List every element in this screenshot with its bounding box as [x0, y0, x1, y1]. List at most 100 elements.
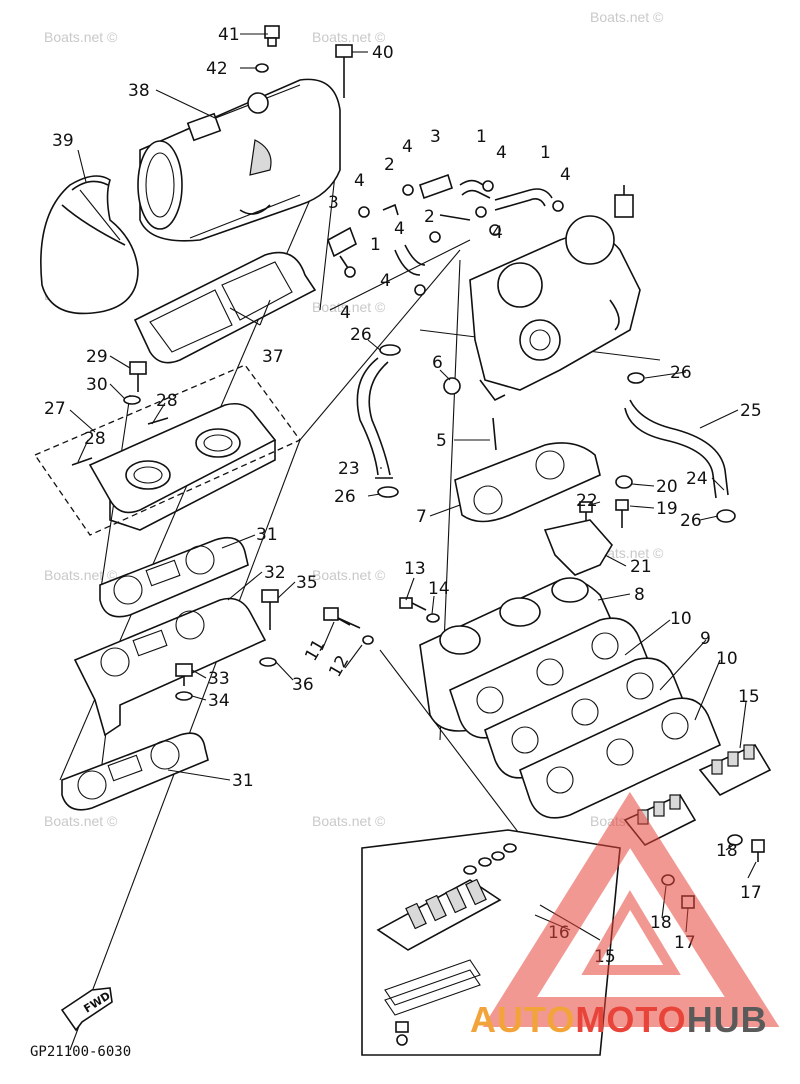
- callout-14: 14: [428, 579, 450, 599]
- callout-4: 4: [340, 303, 351, 323]
- callout-4: 4: [354, 171, 365, 191]
- callout-40: 40: [372, 43, 394, 63]
- callout-3: 3: [328, 193, 339, 213]
- callout-5: 5: [436, 431, 447, 451]
- watermark-text: Boats.net ©: [312, 813, 386, 829]
- logo-word-auto: AUTO: [470, 999, 575, 1040]
- callout-7: 7: [416, 507, 427, 527]
- callout-4: 4: [402, 137, 413, 157]
- callout-18: 18: [716, 841, 738, 861]
- callout-4: 4: [496, 143, 507, 163]
- watermark-text: Boats.net ©: [590, 9, 664, 25]
- callout-38: 38: [128, 81, 150, 101]
- callout-10: 10: [716, 649, 738, 669]
- callout-29: 29: [86, 347, 108, 367]
- callout-17: 17: [740, 883, 762, 903]
- callout-11: 11: [301, 636, 329, 665]
- callout-26: 26: [334, 487, 356, 507]
- callout-21: 21: [630, 557, 652, 577]
- callout-4: 4: [380, 271, 391, 291]
- automotohub-logo: AUTOMOTOHUB: [470, 791, 780, 1040]
- carburetor-assembly: [469, 185, 641, 402]
- callout-36: 36: [292, 675, 314, 695]
- callout-labels: 41 42 38 39 40 37 29 30 27 28 28 31 32 3…: [44, 25, 762, 967]
- callout-1: 1: [540, 143, 551, 163]
- part-37-gasket: [133, 251, 317, 364]
- callout-22: 22: [576, 491, 598, 511]
- callout-1: 1: [370, 235, 381, 255]
- callout-1: 1: [476, 127, 487, 147]
- part-31-gasket-upper: [99, 536, 249, 618]
- callout-19: 19: [656, 499, 678, 519]
- vent-hoses: [356, 344, 736, 523]
- callout-4: 4: [492, 223, 503, 243]
- parts-5-7: [443, 377, 601, 523]
- washer-30: [123, 395, 141, 405]
- watermark-text: Boats.net ©: [312, 29, 386, 45]
- callout-6: 6: [432, 353, 443, 373]
- watermark-text: Boats.net ©: [44, 813, 118, 829]
- callout-28: 28: [84, 429, 106, 449]
- logo-triangle-inner: [581, 890, 681, 975]
- watermark-text: Boats.net ©: [312, 299, 386, 315]
- leader-lines: [69, 33, 757, 933]
- callout-24: 24: [686, 469, 708, 489]
- part-31-gasket-lower: [61, 732, 209, 811]
- part-32-plate: [73, 597, 267, 737]
- callout-27: 27: [44, 399, 66, 419]
- callout-9: 9: [700, 629, 711, 649]
- logo-wordmark: AUTOMOTOHUB: [470, 999, 768, 1040]
- callout-37: 37: [262, 347, 284, 367]
- logo-word-moto: MOTO: [575, 999, 686, 1040]
- callout-2: 2: [384, 155, 395, 175]
- callout-33: 33: [208, 669, 230, 689]
- logo-triangle-outer: [482, 791, 780, 1027]
- callout-39: 39: [52, 131, 74, 151]
- callout-28: 28: [156, 391, 178, 411]
- watermark-text: Boats.net ©: [44, 567, 118, 583]
- logo-word-hub: HUB: [687, 999, 768, 1040]
- parts-19-22: [543, 475, 633, 576]
- callout-30: 30: [86, 375, 108, 395]
- callout-23: 23: [338, 459, 360, 479]
- callout-32: 32: [264, 563, 286, 583]
- fwd-arrow: FWD: [60, 987, 113, 1032]
- callout-8: 8: [634, 585, 645, 605]
- callout-26: 26: [680, 511, 702, 531]
- parts-17-18: [727, 834, 765, 862]
- callout-26: 26: [350, 325, 372, 345]
- left-fasteners: [71, 361, 279, 701]
- watermark-text: Boats.net ©: [44, 29, 118, 45]
- part-39-elbow-hose: [40, 175, 139, 315]
- parts-9-10-gaskets: [449, 617, 722, 819]
- callout-12: 12: [325, 652, 353, 681]
- bolt-29: [129, 361, 147, 375]
- assembly-lines: [34, 129, 661, 1051]
- callout-18: 18: [650, 913, 672, 933]
- callout-10: 10: [670, 609, 692, 629]
- diagram-code: GP21100-6030: [30, 1044, 131, 1060]
- callout-2: 2: [424, 207, 435, 227]
- logo-triangle-icon: [482, 791, 780, 1027]
- callout-15: 15: [738, 687, 760, 707]
- callout-31: 31: [256, 525, 278, 545]
- callout-26: 26: [670, 363, 692, 383]
- parts-40-42: [255, 25, 353, 98]
- part-27-flame-arrester: [88, 402, 277, 531]
- callout-13: 13: [404, 559, 426, 579]
- callout-31: 31: [232, 771, 254, 791]
- callout-41: 41: [218, 25, 240, 45]
- watermark-text: Boats.net ©: [312, 567, 386, 583]
- callout-3: 3: [430, 127, 441, 147]
- fuel-hoses: [327, 173, 564, 296]
- callout-35: 35: [296, 573, 318, 593]
- callout-4: 4: [560, 165, 571, 185]
- callout-42: 42: [206, 59, 228, 79]
- callout-25: 25: [740, 401, 762, 421]
- callout-4: 4: [394, 219, 405, 239]
- callout-20: 20: [656, 477, 678, 497]
- part-38-silencer: [137, 78, 341, 242]
- callout-34: 34: [208, 691, 230, 711]
